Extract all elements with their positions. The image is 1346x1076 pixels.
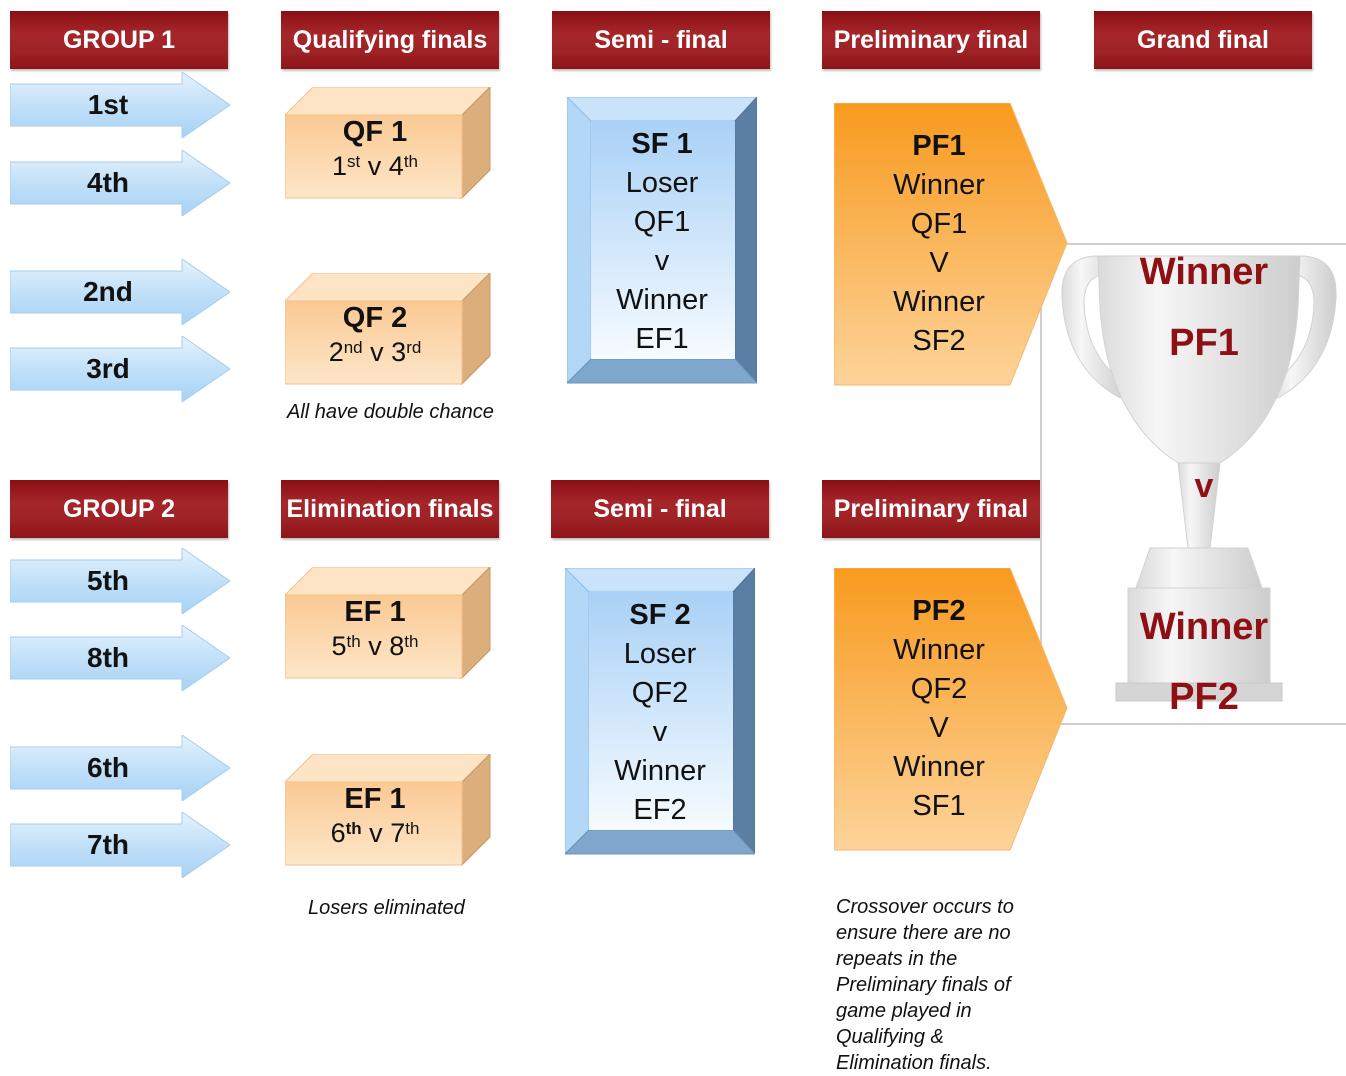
qf1-title: QF 1 [342, 116, 408, 148]
pf2-line: SF1 [912, 790, 966, 822]
cube-shape [285, 567, 491, 679]
chevron-shape [834, 103, 1068, 386]
sf1-line: Winner [616, 284, 708, 316]
cube-shape [285, 273, 491, 385]
qualifying-finals-header: Qualifying finals [281, 11, 499, 69]
pf2-line: Winner [893, 634, 985, 666]
sf2-line: Loser [623, 638, 697, 670]
group2-header: GROUP 2 [10, 480, 228, 538]
sf1-line: v [654, 245, 670, 277]
sf1-line: Loser [625, 167, 699, 199]
ef1-title: EF 1 [344, 596, 406, 628]
position-arrow-6th: 6th [10, 735, 230, 801]
grand-final-pf1: PF1 [1169, 322, 1239, 364]
sf2-line: Winner [614, 755, 706, 787]
position-label: 1st [87, 89, 129, 120]
ef1-matchup: 5th v 8th [331, 631, 419, 661]
sf1-box: SF 1 Loser QF1 v Winner EF1 [567, 97, 757, 385]
sf2-line: v [652, 716, 668, 748]
position-label: 5th [87, 565, 129, 596]
pf2-line: QF2 [910, 673, 968, 705]
group1-header: GROUP 1 [10, 11, 228, 69]
grand-final-pf2: PF2 [1169, 676, 1239, 718]
qf1-matchup: 1st v 4th [332, 151, 418, 181]
pf2-line: Winner [893, 751, 985, 783]
semi-final-2-header: Semi - final [551, 480, 769, 538]
cube-shape [285, 87, 491, 199]
pf1-line: QF1 [910, 208, 968, 240]
pf1-box: PF1 Winner QF1 V Winner SF2 [834, 103, 1070, 387]
ef2-box: EF 1 6th v 7th [285, 754, 491, 866]
pf2-title: PF2 [912, 595, 966, 627]
sf2-line: QF2 [631, 677, 689, 709]
pf1-line: V [929, 247, 949, 279]
grand-final-frame [1040, 243, 1346, 725]
cube-shape [285, 754, 491, 866]
pf1-title: PF1 [912, 130, 966, 162]
losers-eliminated-note: Losers eliminated [308, 897, 465, 919]
bevel-shape [567, 97, 757, 384]
pf2-line: V [929, 712, 949, 744]
qf2-box: QF 2 2nd v 3rd [285, 273, 491, 385]
pf1-line: Winner [893, 286, 985, 318]
sf1-title: SF 1 [631, 128, 693, 160]
sf1-line: EF1 [635, 323, 689, 355]
grand-final-vs: v [1194, 467, 1214, 505]
position-label: 4th [87, 167, 129, 198]
position-label: 6th [87, 752, 129, 783]
position-arrow-4th: 4th [10, 150, 230, 216]
sf2-box: SF 2 Loser QF2 v Winner EF2 [565, 568, 755, 856]
sf1-line: QF1 [633, 206, 691, 238]
position-arrow-8th: 8th [10, 625, 230, 691]
qf2-title: QF 2 [342, 302, 408, 334]
trophy-icon [1061, 255, 1337, 702]
ef2-title: EF 1 [344, 783, 406, 815]
pf1-line: Winner [893, 169, 985, 201]
position-label: 2nd [83, 276, 133, 307]
sf2-line: EF2 [633, 794, 687, 826]
position-label: 7th [87, 829, 129, 860]
preliminary-final-1-header: Preliminary final [822, 11, 1040, 69]
preliminary-final-2-header: Preliminary final [822, 480, 1040, 538]
sf2-title: SF 2 [629, 599, 691, 631]
elimination-finals-header: Elimination finals [281, 480, 499, 538]
position-label: 3rd [86, 353, 130, 384]
grand-final-winner-2: Winner [1139, 606, 1269, 648]
double-chance-note: All have double chance [287, 401, 494, 423]
ef2-matchup: 6th v 7th [330, 818, 420, 848]
position-arrow-3rd: 3rd [10, 336, 230, 402]
position-arrow-5th: 5th [10, 548, 230, 614]
grand-final-header: Grand final [1094, 11, 1312, 69]
position-arrow-2nd: 2nd [10, 259, 230, 325]
position-label: 8th [87, 642, 129, 673]
pf2-box: PF2 Winner QF2 V Winner SF1 [834, 568, 1070, 852]
qf2-matchup: 2nd v 3rd [328, 337, 422, 367]
position-arrow-1st: 1st [10, 72, 230, 138]
bevel-shape [565, 568, 755, 855]
ef1-box: EF 1 5th v 8th [285, 567, 491, 679]
chevron-shape [834, 568, 1068, 851]
position-arrow-7th: 7th [10, 812, 230, 878]
qf1-box: QF 1 1st v 4th [285, 87, 491, 199]
crossover-note: Crossover occurs to ensure there are no … [836, 896, 1014, 1074]
semi-final-1-header: Semi - final [552, 11, 770, 69]
grand-final-winner-1: Winner [1139, 251, 1269, 293]
pf1-line: SF2 [912, 325, 966, 357]
